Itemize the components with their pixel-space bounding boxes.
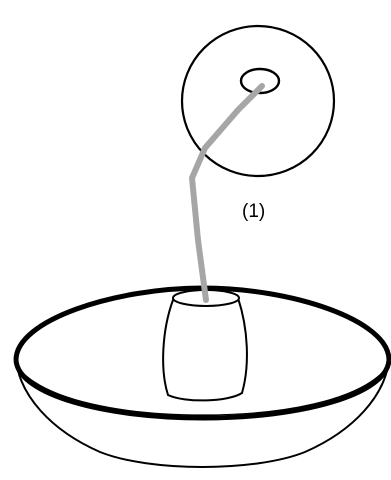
stand: [162, 296, 248, 402]
disc-hole: [239, 67, 281, 95]
figure-label: (1): [242, 201, 266, 222]
disc: [180, 24, 336, 178]
wire: [189, 83, 265, 303]
dish-rim-front: [13, 359, 391, 421]
dish-inner-line: [21, 371, 384, 416]
